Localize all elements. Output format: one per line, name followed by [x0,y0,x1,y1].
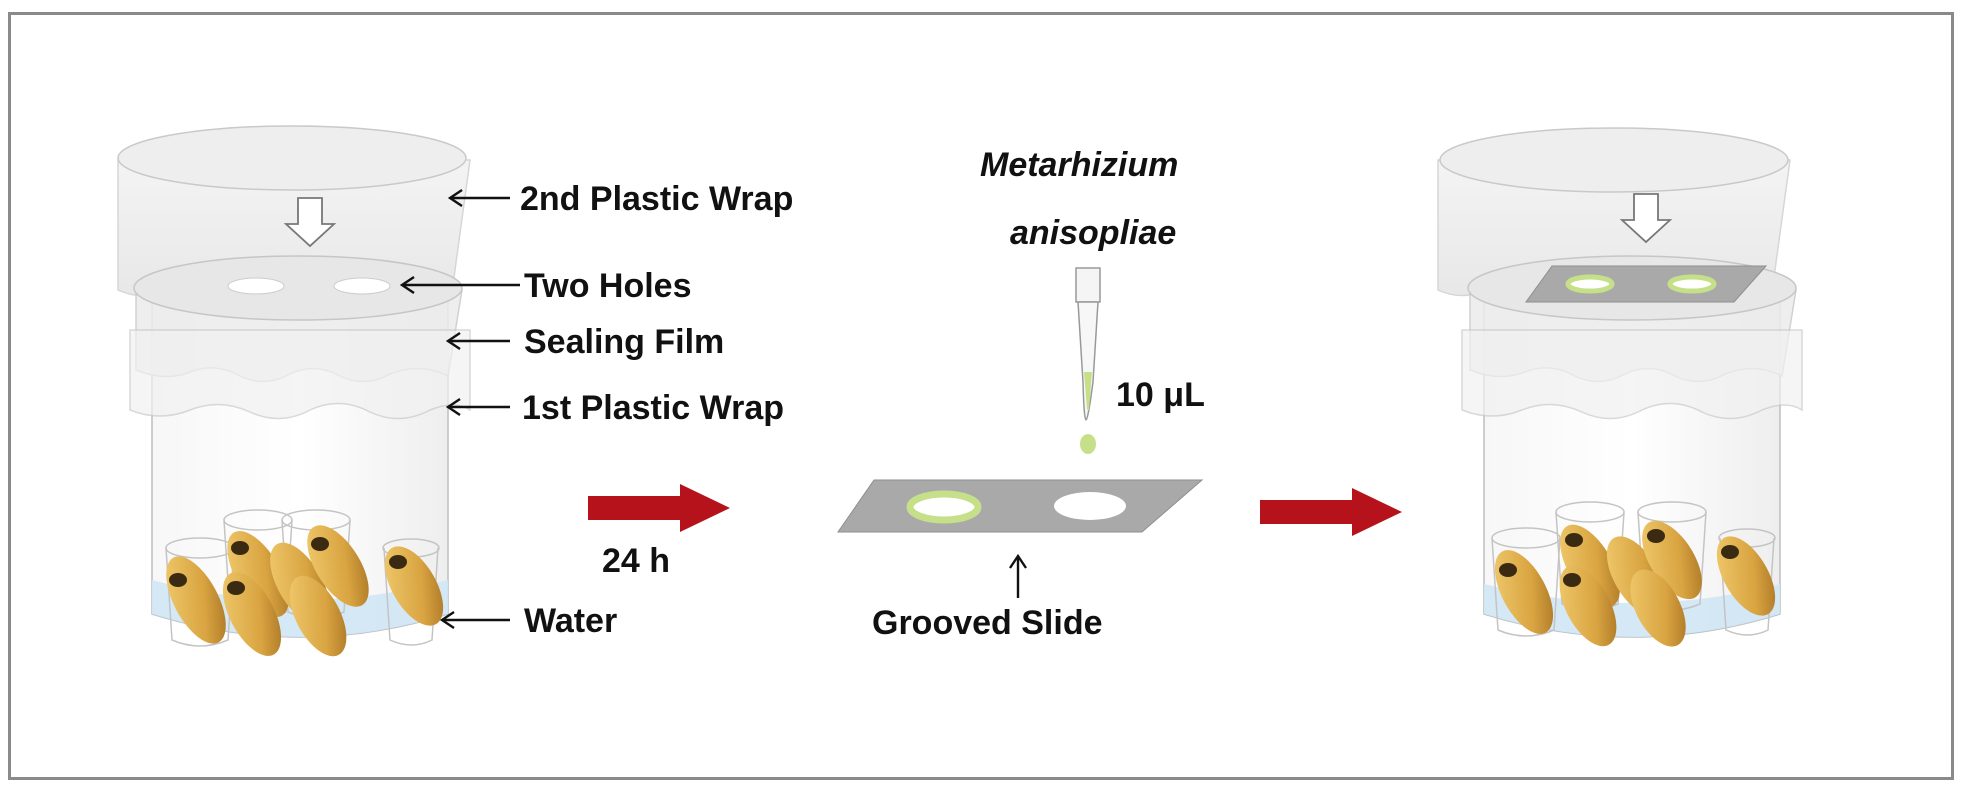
arrow-right-icon-2 [1260,488,1402,536]
label-duration: 24 h [602,542,670,580]
container-icon-2 [1437,127,1803,647]
label-volume: 10 μL [1116,376,1205,414]
groove-inoculated [906,490,982,524]
larva-icon [166,525,444,657]
label-first-plastic-wrap: 1st Plastic Wrap [522,389,784,427]
first-plastic-wrap [129,329,471,420]
label-organism-line2: anisopliae [1010,214,1176,252]
larva-icon-2 [1494,520,1776,647]
label-water: Water [524,602,617,640]
pipette-icon [1075,267,1101,454]
label-two-holes: Two Holes [524,267,692,305]
label-second-plastic-wrap: 2nd Plastic Wrap [520,180,793,218]
label-grooved-slide: Grooved Slide [872,604,1103,642]
groove-empty [1054,492,1126,520]
label-organism-line1: Metarhizium [980,146,1178,184]
arrow-down-icon [283,197,337,248]
hole-right [333,277,391,295]
hole-left [227,277,285,295]
callout-arrows-left [399,189,520,629]
container-icon [117,125,471,657]
arrow-up-icon [1009,553,1027,598]
figure-frame [8,12,1954,780]
grooved-slide-icon [837,479,1204,533]
arrow-right-icon [588,484,730,532]
arrow-down-icon-2 [1619,193,1673,244]
grooved-slide-on-film [1525,265,1768,303]
label-sealing-film: Sealing Film [524,323,724,361]
